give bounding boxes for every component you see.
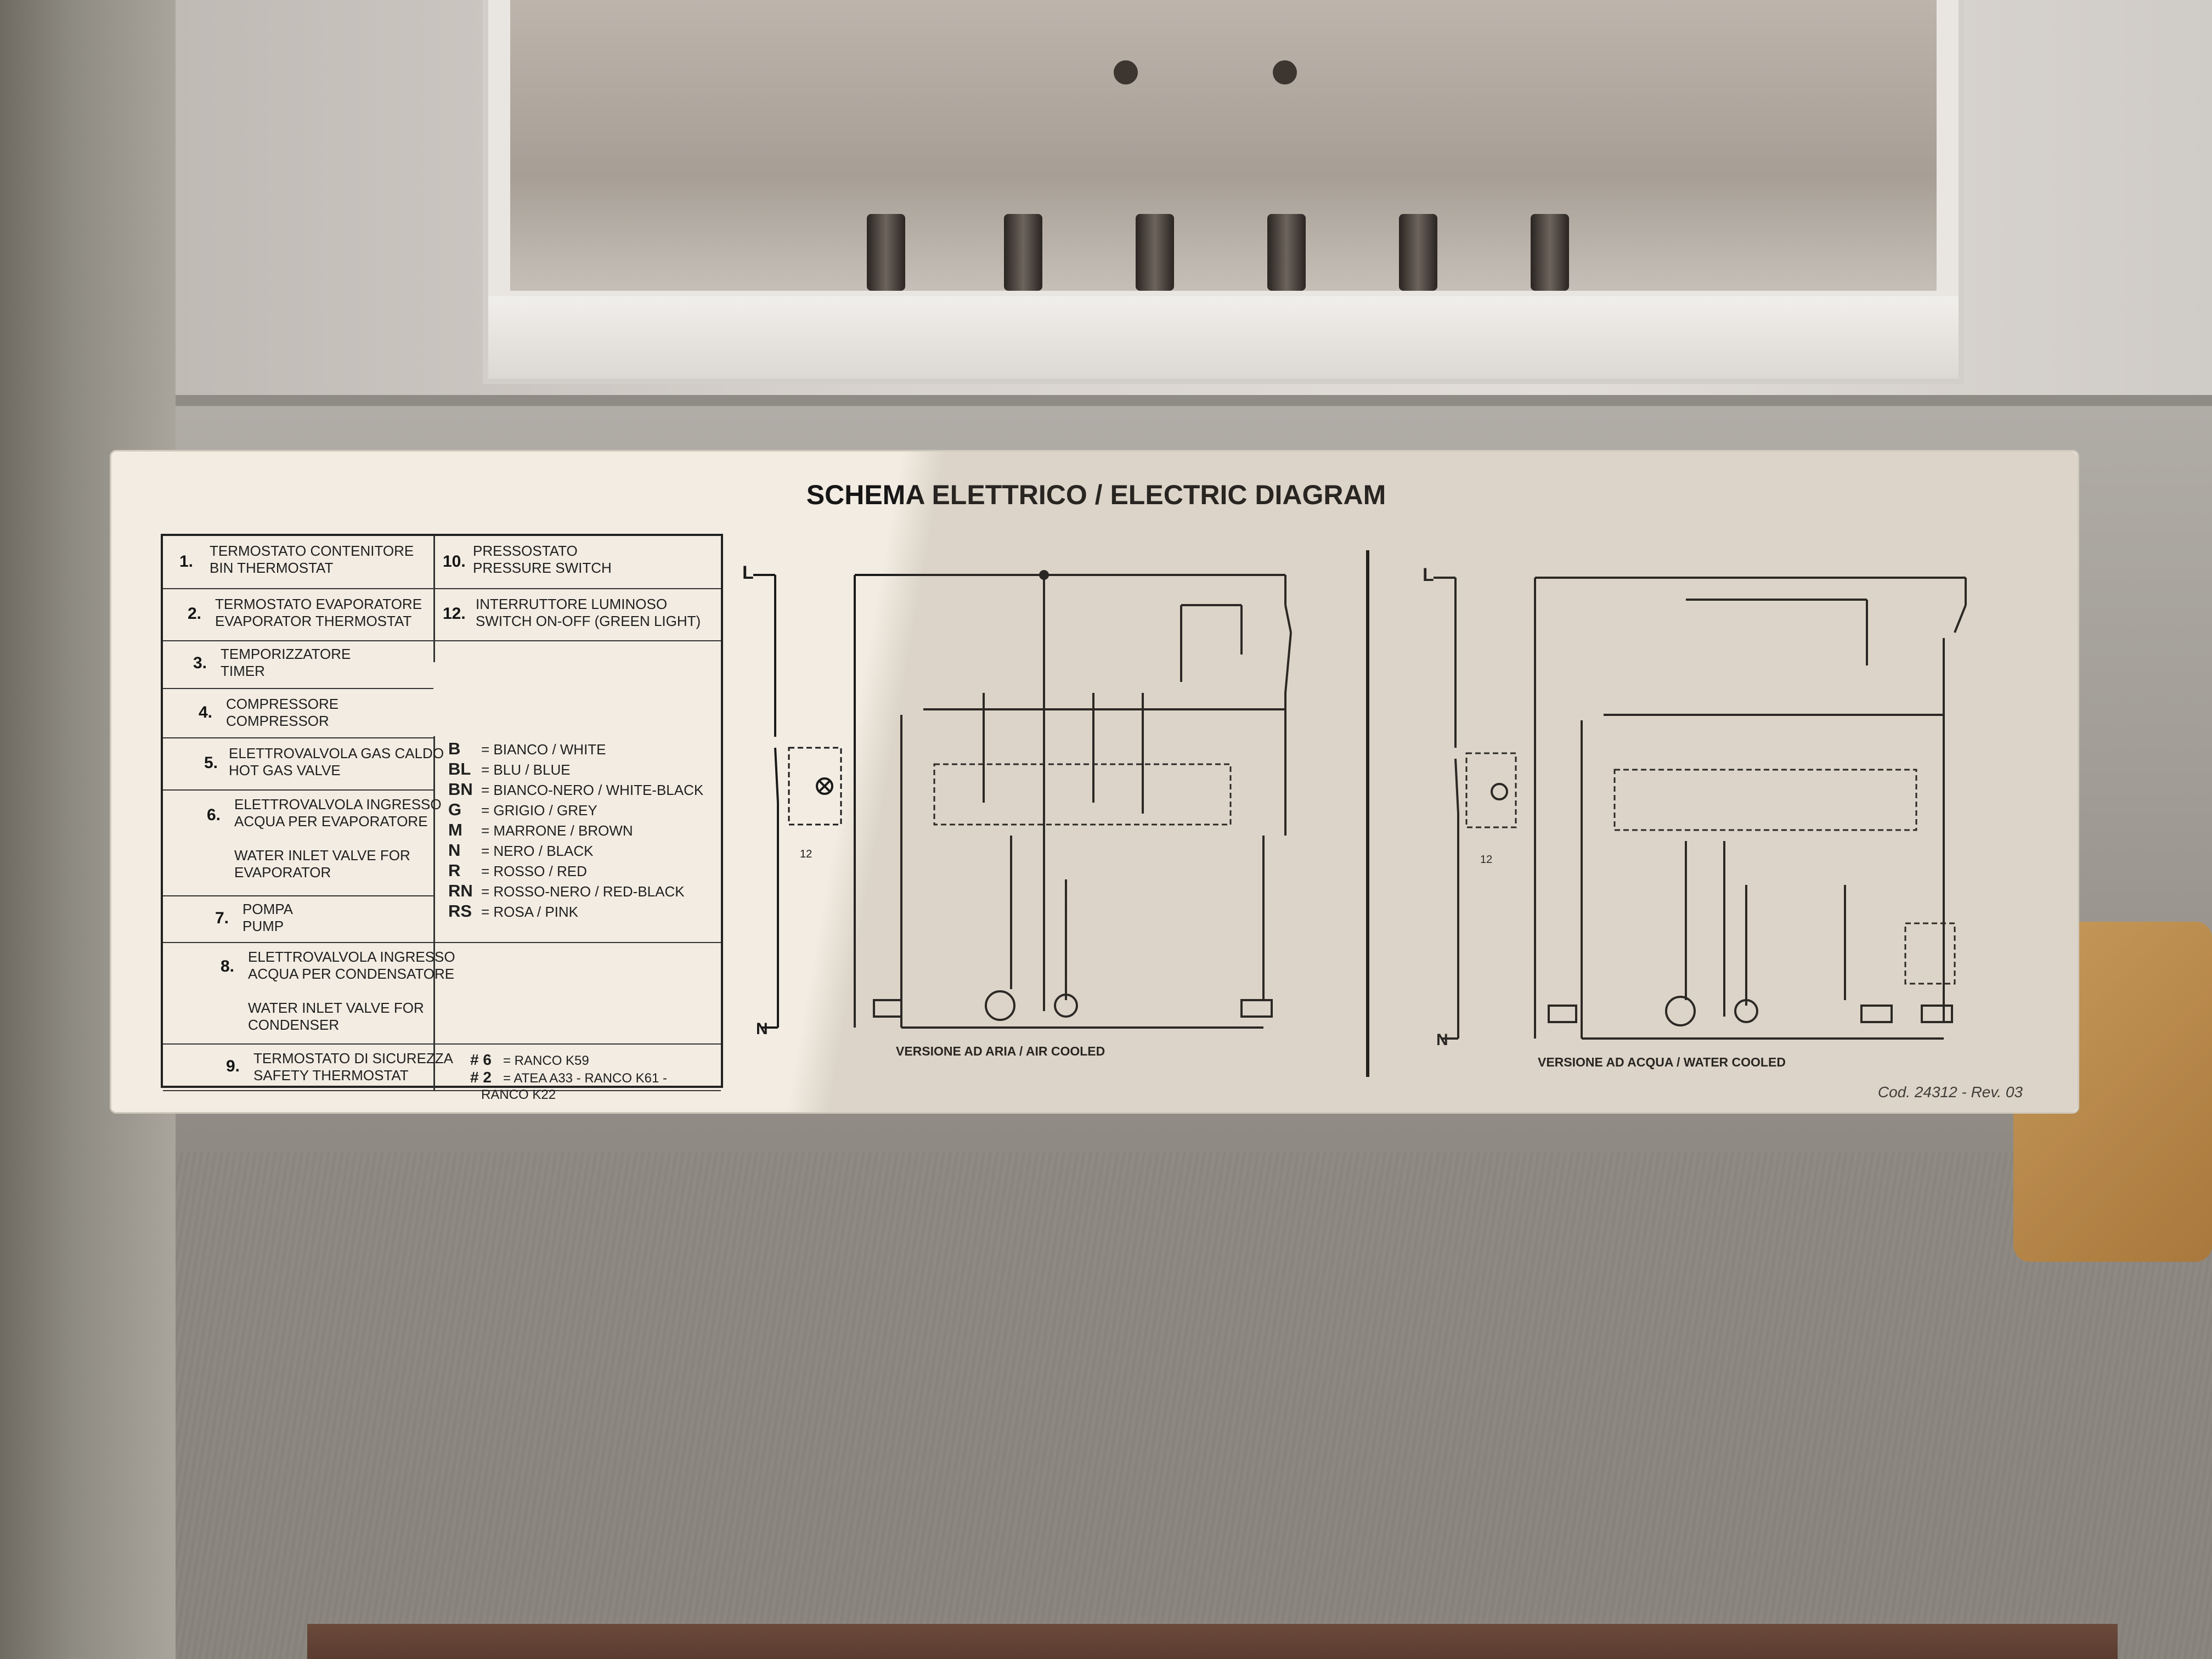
drawer-lip [488, 296, 1959, 379]
color-code-row: RS= ROSA / PINK [448, 901, 579, 921]
legend-text: ELETTROVALVOLA GAS CALDO HOT GAS VALVE [229, 745, 444, 778]
switch-label: 12 [1480, 854, 1492, 866]
legend-text: ELETTROVALVOLA INGRESSO ACQUA PER EVAPOR… [234, 796, 442, 881]
legend-row: 3. TEMPORIZZATORE TIMER [163, 640, 433, 689]
legend-number: 1. [179, 552, 194, 571]
legend-row: 9. TERMOSTATO DI SICUREZZA SAFETY THERMO… [163, 1043, 721, 1091]
metal-panel-texture [176, 1152, 2212, 1659]
legend-number: 2. [188, 605, 202, 623]
legend-row: 4. COMPRESSORE COMPRESSOR [163, 688, 433, 738]
line-label: L [1423, 565, 1434, 585]
water-cooled-caption: VERSIONE AD ACQUA / WATER COOLED [1538, 1055, 1786, 1069]
legend-text: TERMOSTATO CONTENITORE BIN THERMOSTAT [210, 543, 414, 576]
legend-text: POMPA PUMP [242, 901, 293, 934]
wiring-diagram-label: SCHEMA ELETTRICO / ELECTRIC DIAGRAM 1. T… [110, 450, 2079, 1114]
drawer-connector [1531, 214, 1569, 291]
document-code: Cod. 24312 - Rev. 03 [1877, 1084, 2023, 1101]
legend-number: 10. [443, 552, 466, 571]
drawer-connector [1004, 214, 1042, 291]
switch-label: 12 [800, 848, 812, 860]
legend-divider [433, 536, 435, 662]
legend-number: 8. [221, 957, 235, 975]
line-label: L [742, 562, 754, 583]
legend-number: 9. [226, 1057, 240, 1075]
color-code-row: M= MARRONE / BROWN [448, 820, 633, 839]
component-legend-table: 1. TERMOSTATO CONTENITORE BIN THERMOSTAT… [161, 534, 723, 1102]
legend-text: TERMOSTATO EVAPORATORE EVAPORATOR THERMO… [215, 596, 422, 629]
neutral-label: N [1436, 1031, 1448, 1049]
legend-text: ELETTROVALVOLA INGRESSO ACQUA PER CONDEN… [248, 949, 455, 1033]
legend-divider [433, 736, 435, 1090]
legend-text: PRESSOSTATO PRESSURE SWITCH [473, 543, 612, 576]
legend-row: 2. TERMOSTATO EVAPORATORE EVAPORATOR THE… [163, 588, 721, 641]
color-code-row: RN= ROSSO-NERO / RED-BLACK [448, 881, 685, 900]
color-code-row: G= GRIGIO / GREY [448, 800, 597, 819]
electrical-schematics: L N 12 L N 12 [742, 550, 1967, 1077]
legend-text: COMPRESSORE COMPRESSOR [226, 696, 339, 729]
schematic-labels: L N 12 L N 12 [742, 562, 1492, 1049]
drawer-connector [867, 214, 905, 291]
legend-text: TEMPORIZZATORE TIMER [221, 646, 351, 679]
safety-thermostat-models: # 6= RANCO K59 # 2= ATEA A33 - RANCO K61… [470, 1052, 667, 1103]
legend-row: 8. ELETTROVALVOLA INGRESSO ACQUA PER CON… [163, 942, 721, 1045]
water-cooled-schematic [1434, 577, 1967, 1040]
legend-row: 5. ELETTROVALVOLA GAS CALDO HOT GAS VALV… [163, 737, 444, 791]
safety-model-row: # 6= RANCO K59 [470, 1051, 589, 1069]
legend-number: 12. [443, 605, 466, 623]
neutral-label: N [756, 1020, 768, 1038]
drawer-connector [1136, 214, 1174, 291]
legend-number: 4. [199, 703, 213, 721]
legend-row: 1. TERMOSTATO CONTENITORE BIN THERMOSTAT… [163, 536, 721, 589]
legend-number: 6. [207, 806, 221, 824]
drawer-interior [510, 0, 1937, 291]
diagram-title: SCHEMA ELETTRICO / ELECTRIC DIAGRAM [806, 479, 1386, 510]
color-code-list: B= BIANCO / WHITE BL= BLU / BLUE BN= BIA… [448, 739, 703, 922]
drawer-connector [1399, 214, 1437, 291]
drawer-connector [1267, 214, 1306, 291]
drawer-screw-hole [1273, 60, 1297, 84]
color-code-row: N= NERO / BLACK [448, 840, 594, 860]
legend-number: 3. [193, 654, 207, 672]
rust-strip [307, 1624, 2118, 1659]
legend-text: INTERRUTTORE LUMINOSO SWITCH ON-OFF (GRE… [476, 596, 701, 629]
upper-drawer [483, 0, 1964, 384]
air-cooled-schematic [753, 570, 1292, 1029]
drawer-screw-hole [1114, 60, 1138, 84]
air-cooled-caption: VERSIONE AD ARIA / AIR COOLED [896, 1044, 1105, 1058]
legend-text: TERMOSTATO DI SICUREZZA SAFETY THERMOSTA… [253, 1050, 454, 1084]
legend-number: 7. [215, 909, 229, 927]
legend-row: 7. POMPA PUMP [163, 895, 721, 943]
safety-model-row: # 2= ATEA A33 - RANCO K61 - RANCO K22 [470, 1069, 668, 1103]
color-code-row: R= ROSSO / RED [448, 861, 587, 880]
color-code-row: BN= BIANCO-NERO / WHITE-BLACK [448, 780, 704, 799]
color-code-row: BL= BLU / BLUE [448, 759, 571, 778]
legend-row: 6. ELETTROVALVOLA INGRESSO ACQUA PER EVA… [163, 789, 442, 896]
color-code-row: B= BIANCO / WHITE [448, 739, 606, 758]
legend-number: 5. [204, 754, 218, 772]
